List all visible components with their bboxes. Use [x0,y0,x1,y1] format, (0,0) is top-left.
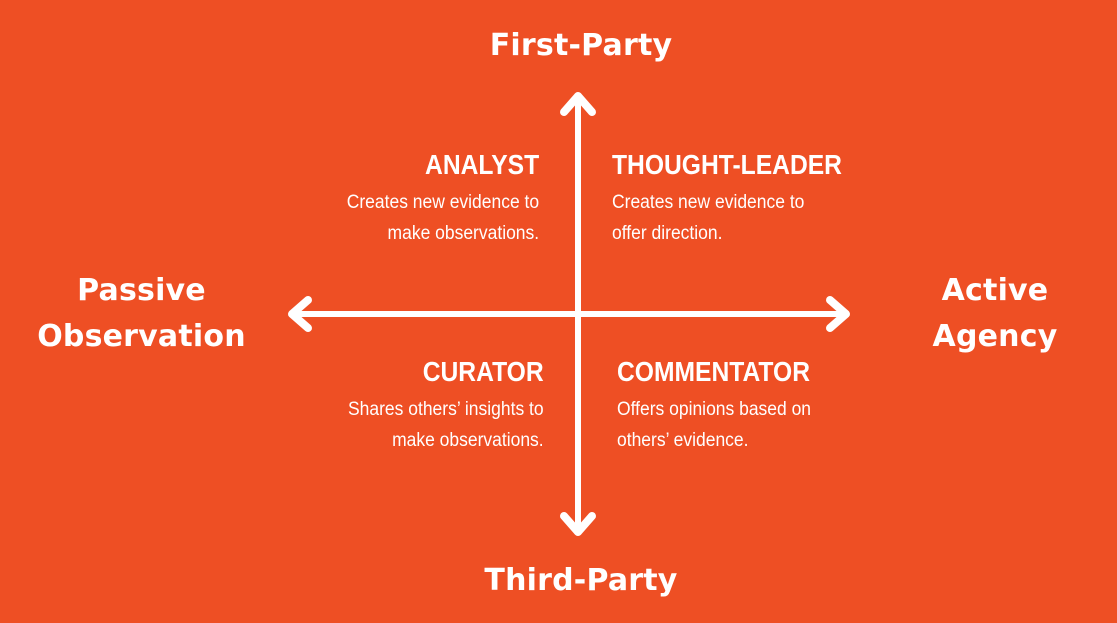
axis-label-right-line-2: Agency [932,319,1058,354]
axis-label-left-line-1: Passive [77,273,206,308]
axis-label-left-line-2: Observation [37,319,246,354]
axis-label-left: Passive Observation [20,268,263,360]
quadrant-description-line: Shares others’ insights to [348,399,544,420]
axis-label-bottom: Third-Party [484,563,678,598]
arrow-down-icon [560,512,596,536]
quadrant-description-line: offer direction. [612,223,723,244]
quadrant-title: CURATOR [423,356,544,387]
quadrant-description: Creates new evidence to offer direction. [612,187,852,249]
axis-label-right-line-1: Active [941,273,1049,308]
arrow-right-icon [826,296,850,332]
quadrant-title: COMMENTATOR [617,356,810,387]
quadrant-description-line: make observations. [392,430,544,451]
quadrant-title: ANALYST [424,149,539,180]
quadrant-thought-leader: THOUGHT-LEADER Creates new evidence to o… [612,149,873,249]
quadrant-description-line: others’ evidence. [617,430,749,451]
quadrant-description: Shares others’ insights to make observat… [348,394,544,456]
quadrant-description: Offers opinions based on others’ evidenc… [617,394,819,456]
arrow-up-icon [560,92,596,116]
quadrant-description-line: Offers opinions based on [617,399,812,420]
axis-label-right: Active Agency [900,268,1090,360]
quadrant-commentator: COMMENTATOR Offers opinions based on oth… [617,356,836,456]
quadrant-description: Creates new evidence to make observation… [347,187,539,249]
quadrant-description-line: Creates new evidence to [346,192,539,213]
quadrant-curator: CURATOR Shares others’ insights to make … [331,356,544,456]
quadrant-title: THOUGHT-LEADER [612,149,842,180]
axis-label-top: First-Party [489,28,673,63]
quadrant-description-line: make observations. [387,223,539,244]
quadrant-analyst: ANALYST Creates new evidence to make obs… [330,149,539,249]
arrow-left-icon [288,296,312,332]
quadrant-description-line: Creates new evidence to [612,192,805,213]
